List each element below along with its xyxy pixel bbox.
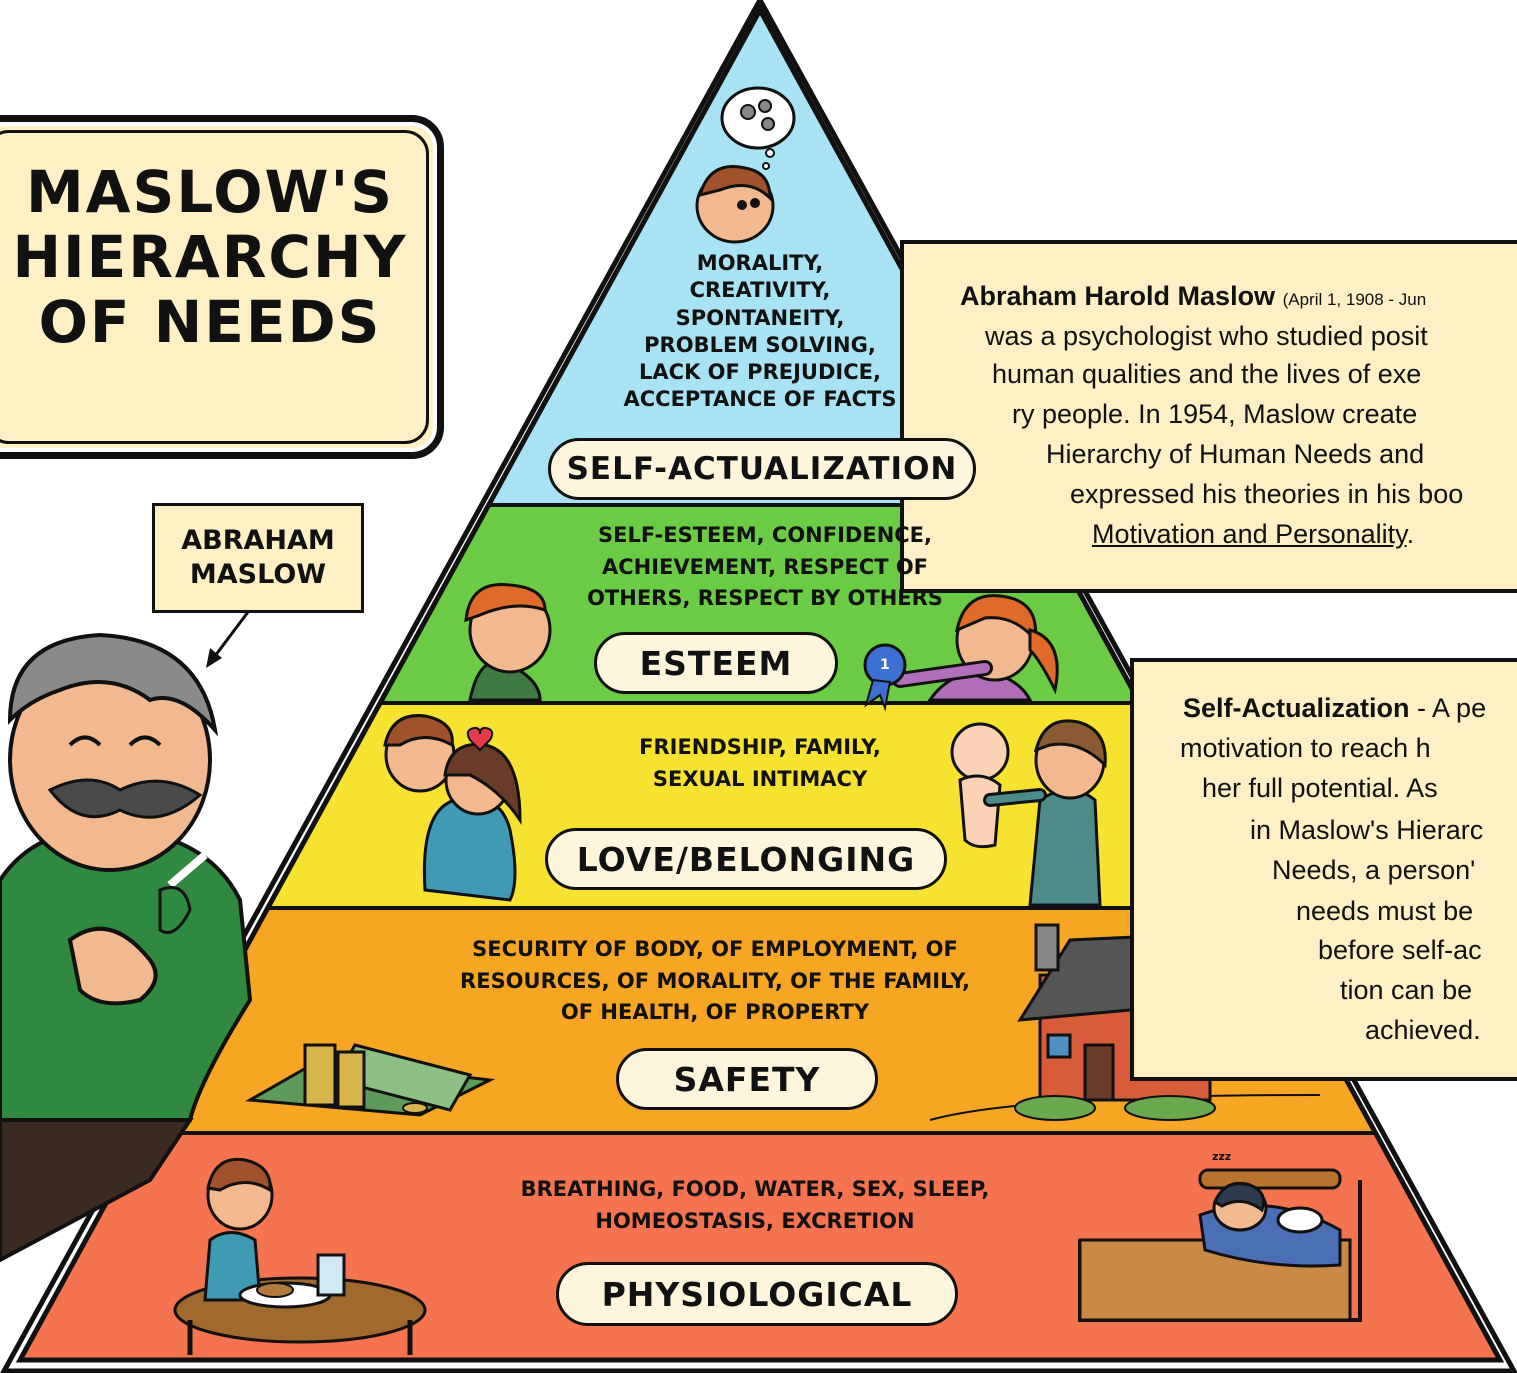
need-item: OTHERS, RESPECT BY OTHERS — [587, 586, 943, 610]
tier-label-physiological: PHYSIOLOGICAL — [556, 1262, 958, 1326]
poster-title: MASLOW'S HIERARCHY OF NEEDS — [0, 160, 420, 355]
title-line: OF NEEDS — [38, 287, 382, 356]
name-tag-line: ABRAHAM — [181, 525, 335, 557]
physiological-illustration — [173, 1157, 1362, 1355]
biography-line: Hierarchy of Human Needs and — [1046, 439, 1425, 469]
definition-line: motivation to reach h — [1180, 733, 1431, 763]
definition-line: her full potential. As — [1202, 773, 1438, 803]
title-line: HIERARCHY — [12, 222, 408, 291]
need-item: BREATHING, FOOD, WATER, SEX, SLEEP, — [520, 1177, 990, 1201]
definition-line: achieved. — [1365, 1015, 1481, 1045]
love-illustration — [383, 714, 1107, 907]
name-tag-line: MASLOW — [189, 559, 327, 590]
abraham-maslow-character — [0, 632, 253, 1263]
book-title: Motivation and Personality — [1092, 519, 1407, 549]
need-item: SPONTANEITY, — [675, 305, 845, 330]
love-belonging-needs: FRIENDSHIP, FAMILY, SEXUAL INTIMACY — [560, 732, 960, 795]
definition-line: needs must be — [1296, 896, 1474, 926]
esteem-kids-illustration — [464, 582, 1059, 712]
definition-term: Self-Actualization — [1183, 693, 1410, 723]
definition-panel — [1130, 658, 1517, 1081]
biography-name: Abraham Harold Maslow — [960, 281, 1276, 311]
name-tag: ABRAHAM MASLOW — [152, 503, 364, 613]
need-item: SECURITY OF BODY, OF EMPLOYMENT, OF — [472, 937, 958, 961]
biography-panel — [900, 240, 1517, 593]
title-line: MASLOW'S — [25, 158, 395, 226]
biography-dates: (April 1, 1908 - Jun — [1282, 290, 1427, 309]
biography-line: expressed his theories in his boo — [1070, 479, 1464, 509]
need-item: FRIENDSHIP, FAMILY, — [639, 735, 881, 759]
biography-line: ry people. In 1954, Maslow create — [1012, 399, 1418, 429]
need-item: SEXUAL INTIMACY — [652, 766, 868, 791]
definition-line: before self-ac — [1318, 935, 1482, 965]
book-title-end: . — [1406, 519, 1415, 549]
need-item: CREATIVITY, — [689, 278, 831, 303]
tier-label-self-actualization: SELF-ACTUALIZATION — [548, 438, 976, 500]
tier-label-love-belonging: LOVE/BELONGING — [545, 828, 947, 890]
biography-heading: Abraham Harold Maslow (April 1, 1908 - J… — [960, 278, 1517, 314]
title-sign — [0, 115, 444, 459]
biography-line: human qualities and the lives of exe — [992, 359, 1422, 389]
safety-needs: SECURITY OF BODY, OF EMPLOYMENT, OF RESO… — [410, 934, 1020, 1029]
need-item: SELF-ESTEEM, CONFIDENCE, — [597, 523, 933, 547]
ribbon-number: 1 — [880, 657, 890, 673]
need-item: PROBLEM SOLVING, — [644, 332, 876, 357]
name-tag-arrow — [210, 611, 250, 661]
need-item: OF HEALTH, OF PROPERTY — [560, 1000, 870, 1024]
self-actualization-needs: MORALITY, CREATIVITY, SPONTANEITY, PROBL… — [560, 250, 960, 414]
definition-line: tion can be — [1340, 975, 1473, 1005]
definition-line: Needs, a person' — [1272, 855, 1476, 885]
biography-book-line: Motivation and Personality. — [1092, 516, 1414, 552]
definition-heading: Self-Actualization - A pe — [1183, 690, 1486, 726]
need-item: ACCEPTANCE OF FACTS — [623, 387, 897, 412]
need-item: ACHIEVEMENT, RESPECT OF — [601, 554, 929, 579]
need-item: LACK OF PREJUDICE, — [639, 360, 881, 385]
need-item: HOMEOSTASIS, EXCRETION — [595, 1208, 915, 1233]
physiological-needs: BREATHING, FOOD, WATER, SEX, SLEEP, HOME… — [460, 1174, 1050, 1237]
thinking-kid-illustration — [695, 86, 796, 244]
sleep-zzz-text: zzz — [1212, 1150, 1232, 1163]
definition-term-rest: - A pe — [1409, 693, 1487, 723]
need-item: MORALITY, — [696, 251, 824, 275]
need-item: RESOURCES, OF MORALITY, OF THE FAMILY, — [460, 968, 970, 993]
tier-label-esteem: ESTEEM — [594, 632, 838, 694]
esteem-needs: SELF-ESTEEM, CONFIDENCE, ACHIEVEMENT, RE… — [560, 520, 970, 615]
tier-label-safety: SAFETY — [616, 1048, 878, 1110]
definition-line: in Maslow's Hierarc — [1250, 815, 1484, 845]
biography-line: was a psychologist who studied posit — [985, 321, 1428, 351]
